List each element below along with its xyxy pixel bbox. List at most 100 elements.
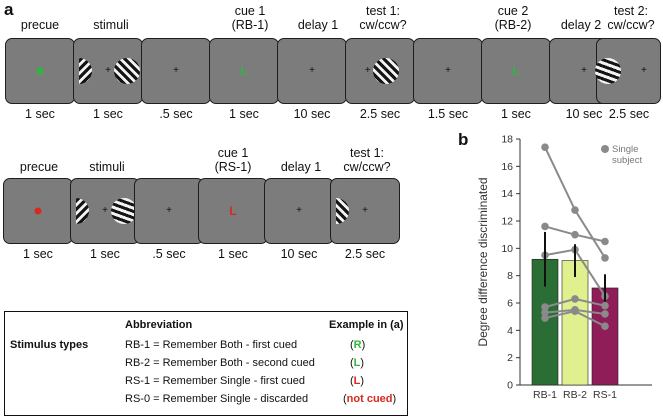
stage-duration: .5 sec [152,247,186,261]
y-tick-label: 12 [501,216,513,228]
test-grating [336,198,349,224]
screen-stimuli: + [73,38,143,104]
cue-letter: L [512,64,520,78]
stimulus-types-header: Stimulus types [10,339,89,351]
legend-example: (L) [350,375,364,387]
legend-row: RS-1 = Remember Single - first cued [125,375,306,387]
fixation-cross: + [102,204,108,216]
subject-point [601,310,609,318]
screen-blank: + [134,178,204,244]
screen-cue-1: L [198,178,268,244]
subject-point [571,206,579,214]
stage-duration: 1 sec [93,107,123,121]
screen-delay-1: + [264,178,334,244]
example-header: Example in (a) [329,319,404,331]
stage-duration: 2.5 sec [344,247,386,261]
left-grating [79,58,92,84]
example-mark: R [353,339,362,351]
subject-point [541,314,549,322]
subject-point [541,303,549,311]
legend-row: RB-2 = Remember Both - second cued [125,357,315,369]
stage-label: test 1:cw/ccw? [359,4,407,32]
fixation-cross: + [309,64,315,76]
paren-open: ( [343,393,347,405]
subject-point [571,230,579,239]
screen-test-1: + [345,38,415,104]
subject-point [601,322,609,331]
paren-close: ) [392,393,397,405]
screen-blank: + [413,38,483,104]
y-tick-label: 16 [501,161,513,173]
fixation-cross: + [362,204,368,216]
legend-row: RS-0 = Remember Single - discarded [125,393,309,405]
legend-label: subject [612,155,642,166]
stage-duration: 10 sec [565,107,603,121]
y-tick-label: 14 [501,188,513,200]
fixation-cross: + [364,64,371,76]
legend-marker [601,145,609,153]
stage-label: stimuli [93,18,129,32]
cue-letter: L [229,204,237,218]
legend-example: (L) [350,357,364,369]
example-mark: L [353,375,361,387]
stage-duration: 1 sec [229,107,259,121]
legend-example: (R) [350,339,365,351]
panel-a-label: a [4,0,14,19]
stage-duration: 1.5 sec [427,107,469,121]
screen-cue-2: L [481,38,551,104]
legend-label: Single [612,144,638,155]
y-axis-label: Degree difference discriminated [476,177,490,346]
paren-close: ) [361,339,366,351]
subject-point [571,307,579,315]
x-tick-label: RB-1 [533,389,557,401]
y-tick-label: 18 [501,134,513,146]
stage-duration: 1 sec [90,247,120,261]
screen-test-2: + [595,38,661,104]
subject-point [541,222,549,231]
fixation-cross: + [296,204,302,216]
stage-label: delay 2 [560,18,602,32]
subject-point [571,295,579,303]
cue-letter: L [240,64,248,78]
paren-close: ) [360,375,365,387]
fixation-cross: + [173,64,179,76]
legend-row: RB-1 = Remember Both - first cued [125,339,298,351]
screen-delay-1: + [277,38,347,104]
example-mark: not cued [346,393,393,405]
red-dot [34,207,42,215]
x-tick-label: RB-2 [563,389,587,401]
test-grating [373,58,399,84]
fixation-cross: + [105,64,111,76]
paren-close: ) [360,357,365,369]
stage-duration: 10 sec [293,107,331,121]
screen-blank: + [141,38,211,104]
screen-precue [5,38,75,104]
stage-label: precue [19,160,59,174]
stage-label: delay 1 [297,18,339,32]
stage-duration: 1 sec [218,247,248,261]
test-grating [595,58,621,84]
stage-label: test 1:cw/ccw? [343,146,391,174]
stage-label: stimuli [89,160,125,174]
subject-point [541,143,549,151]
stage-duration: .5 sec [159,107,193,121]
left-grating [76,198,89,224]
stage-label: cue 1(RB-1) [231,4,269,32]
subject-point [601,254,609,262]
panel-b-label: b [458,130,469,149]
stage-duration: 10 sec [280,247,318,261]
y-tick-label: 0 [507,380,513,392]
right-grating [111,198,137,224]
fixation-cross: + [581,64,587,76]
stage-label: precue [20,18,60,32]
stage-duration: 2.5 sec [608,107,650,121]
fixation-cross: + [166,204,172,216]
stage-label: cue 1(RS-1) [214,146,252,174]
stage-duration: 1 sec [25,107,55,121]
y-tick-label: 8 [507,270,513,282]
screen-cue-1: L [209,38,279,104]
fixation-cross: + [641,64,647,76]
stage-duration: 1 sec [501,107,531,121]
subject-point [601,237,609,246]
